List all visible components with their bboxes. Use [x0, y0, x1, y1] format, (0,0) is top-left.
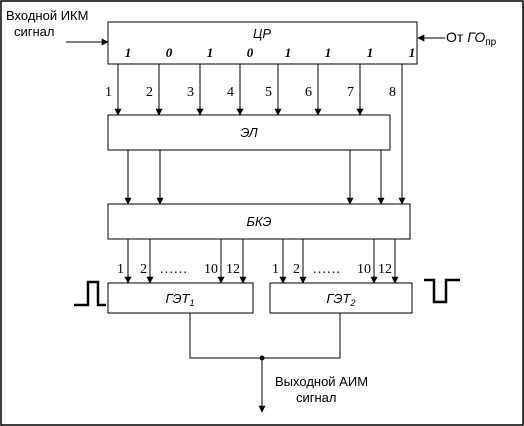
register-bit-1: 1: [125, 45, 132, 60]
register-label: ЦР: [253, 26, 271, 41]
source-label-sub: пр: [485, 37, 496, 48]
logic-label: ЭЛ: [240, 125, 257, 140]
generator-2-sub: 2: [350, 298, 356, 308]
tap-label-8: 8: [389, 85, 396, 100]
register-bit-6: 1: [325, 45, 332, 60]
combiner-label: БКЭ: [247, 214, 272, 229]
negative-pulse-icon: [424, 278, 460, 304]
tap-label-4: 4: [227, 85, 234, 100]
register-bit-2: 0: [166, 45, 173, 60]
output-join-line: [189, 313, 341, 359]
tap-label-3: 3: [187, 85, 194, 100]
bus-right-label-1: 1: [272, 262, 279, 277]
logic-block: [107, 114, 391, 151]
register-bit-3: 1: [207, 45, 214, 60]
bus-left-label-4: 10: [204, 262, 218, 277]
bus-right-label-5: 12: [378, 262, 392, 277]
generator-1-sub: 1: [190, 298, 195, 308]
output-label-line2: сигнал: [296, 390, 337, 405]
register-bit-8: 1: [409, 45, 416, 60]
source-label-main: ГО: [467, 29, 485, 45]
generator-2-block: [269, 282, 413, 314]
source-label-prefix: От: [446, 29, 467, 45]
bus-left-label-5: 12: [226, 262, 240, 277]
tap-label-2: 2: [146, 85, 153, 100]
source-label: От ГОпр: [446, 29, 497, 48]
bus-right-label-4: 10: [357, 262, 371, 277]
bus-right-label-3: ……: [313, 262, 341, 277]
tap-label-6: 6: [305, 85, 312, 100]
generator-2-main: ГЭТ: [326, 291, 351, 306]
combiner-block: [107, 203, 411, 240]
bus-left-label-2: 2: [140, 262, 147, 277]
positive-pulse-icon: [74, 280, 106, 307]
input-label-line1: Входной ИКМ: [6, 8, 88, 23]
register-bit-4: 0: [247, 45, 254, 60]
register-block: [107, 21, 418, 65]
tap-label-7: 7: [347, 85, 354, 100]
input-label-line2: сигнал: [14, 24, 55, 39]
tap-label-5: 5: [265, 85, 272, 100]
generator-1-main: ГЭТ: [165, 291, 190, 306]
generator-1-label: ГЭТ1: [165, 291, 194, 308]
bus-left-label-1: 1: [117, 262, 124, 277]
register-bit-5: 1: [285, 45, 292, 60]
tap-label-1: 1: [105, 85, 112, 100]
output-label-line1: Выходной АИМ: [275, 374, 368, 389]
bus-left-label-3: ……: [160, 262, 188, 277]
generator-2-label: ГЭТ2: [326, 291, 355, 308]
bus-right-label-2: 2: [293, 262, 300, 277]
register-bit-7: 1: [367, 45, 374, 60]
generator-1-block: [107, 282, 254, 314]
